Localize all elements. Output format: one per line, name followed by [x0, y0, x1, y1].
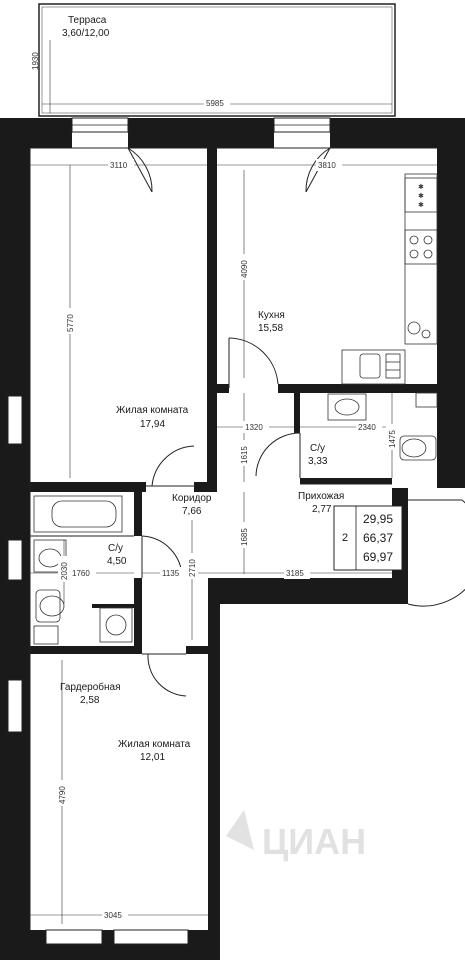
bath1-fixtures: [33, 495, 133, 645]
dim-bath2-width: 2340: [358, 423, 376, 432]
hall-area: 2,77: [312, 504, 332, 515]
watermark: ЦИАН: [226, 810, 366, 862]
dim-bath1-height: 2030: [60, 562, 69, 580]
summary-total-area: 66,37: [363, 531, 393, 545]
living1-name: Жилая комната: [116, 405, 189, 416]
watermark-text: ЦИАН: [262, 821, 366, 862]
corridor-name: Коридор: [172, 493, 212, 504]
living2-name: Жилая комната: [118, 739, 191, 750]
corridor-area: 7,66: [182, 506, 202, 517]
living2-area: 12,01: [140, 752, 165, 763]
interior-walls: [30, 148, 437, 654]
bath1-name: С/у: [108, 543, 123, 554]
watermark-logo-icon: [226, 810, 254, 850]
partitions: [29, 147, 437, 930]
bath1-area: 4,50: [107, 556, 127, 567]
summary-total-with-terrace: 69,97: [363, 550, 393, 564]
dim-bath2-height: 1475: [388, 430, 397, 448]
summary-rooms: 2: [342, 532, 348, 544]
bath2-area: 3,33: [308, 456, 328, 467]
hall-name: Прихожая: [298, 491, 344, 502]
bath2-name: С/у: [310, 443, 325, 454]
dim-living1-width: 3110: [110, 161, 128, 170]
dim-living2-height: 4790: [58, 786, 67, 804]
dim-bath1-width: 1760: [72, 569, 90, 578]
area-summary: 2 29,95 66,37 69,97: [333, 505, 403, 571]
dim-corridor-h2: 1685: [240, 528, 249, 546]
wardrobe-area: 2,58: [80, 695, 100, 706]
dim-corridor-h3: 2710: [188, 559, 197, 577]
dim-kitchen-height: 4090: [240, 260, 249, 278]
kitchen-name: Кухня: [258, 310, 285, 321]
outer-walls: [0, 118, 465, 960]
terrace-area: 3,60/12,00: [62, 28, 110, 39]
dimension-labels: 3110 3810 4090 5770 1320 2340 1475 1615 …: [58, 161, 397, 920]
dim-terrace-height: 1930: [31, 52, 40, 70]
summary-living-area: 29,95: [363, 512, 393, 526]
dim-corridor-w1: 1320: [245, 423, 263, 432]
left-windows: [7, 395, 23, 733]
wardrobe-name: Гардеробная: [60, 681, 121, 693]
dim-hall-width: 3185: [286, 569, 304, 578]
dim-living2-width: 3045: [104, 911, 122, 920]
kitchen-area: 15,58: [258, 323, 283, 334]
bath2-fixtures: [327, 392, 438, 461]
svg-text:✱: ✱: [418, 201, 424, 209]
dim-corridor-w2: 1135: [162, 569, 180, 578]
dim-kitchen-width: 3810: [318, 161, 336, 170]
terrace: Терраса 3,60/12,00 1930 5985: [31, 3, 396, 117]
dim-corridor-h1: 1615: [240, 446, 249, 464]
top-windows: [71, 117, 331, 133]
svg-text:✱: ✱: [418, 192, 424, 200]
kitchen-fixtures: ✱ ✱ ✱: [341, 173, 438, 385]
bottom-windows: [45, 929, 189, 945]
terrace-name: Терраса: [68, 15, 107, 26]
dim-terrace-width: 5985: [206, 99, 224, 108]
doors: [127, 147, 465, 697]
dim-living1-height: 5770: [66, 314, 75, 332]
living1-area: 17,94: [140, 419, 165, 430]
room-labels: Жилая комната 17,94 Кухня 15,58 С/у 3,33…: [60, 310, 344, 763]
svg-text:✱: ✱: [418, 183, 424, 191]
